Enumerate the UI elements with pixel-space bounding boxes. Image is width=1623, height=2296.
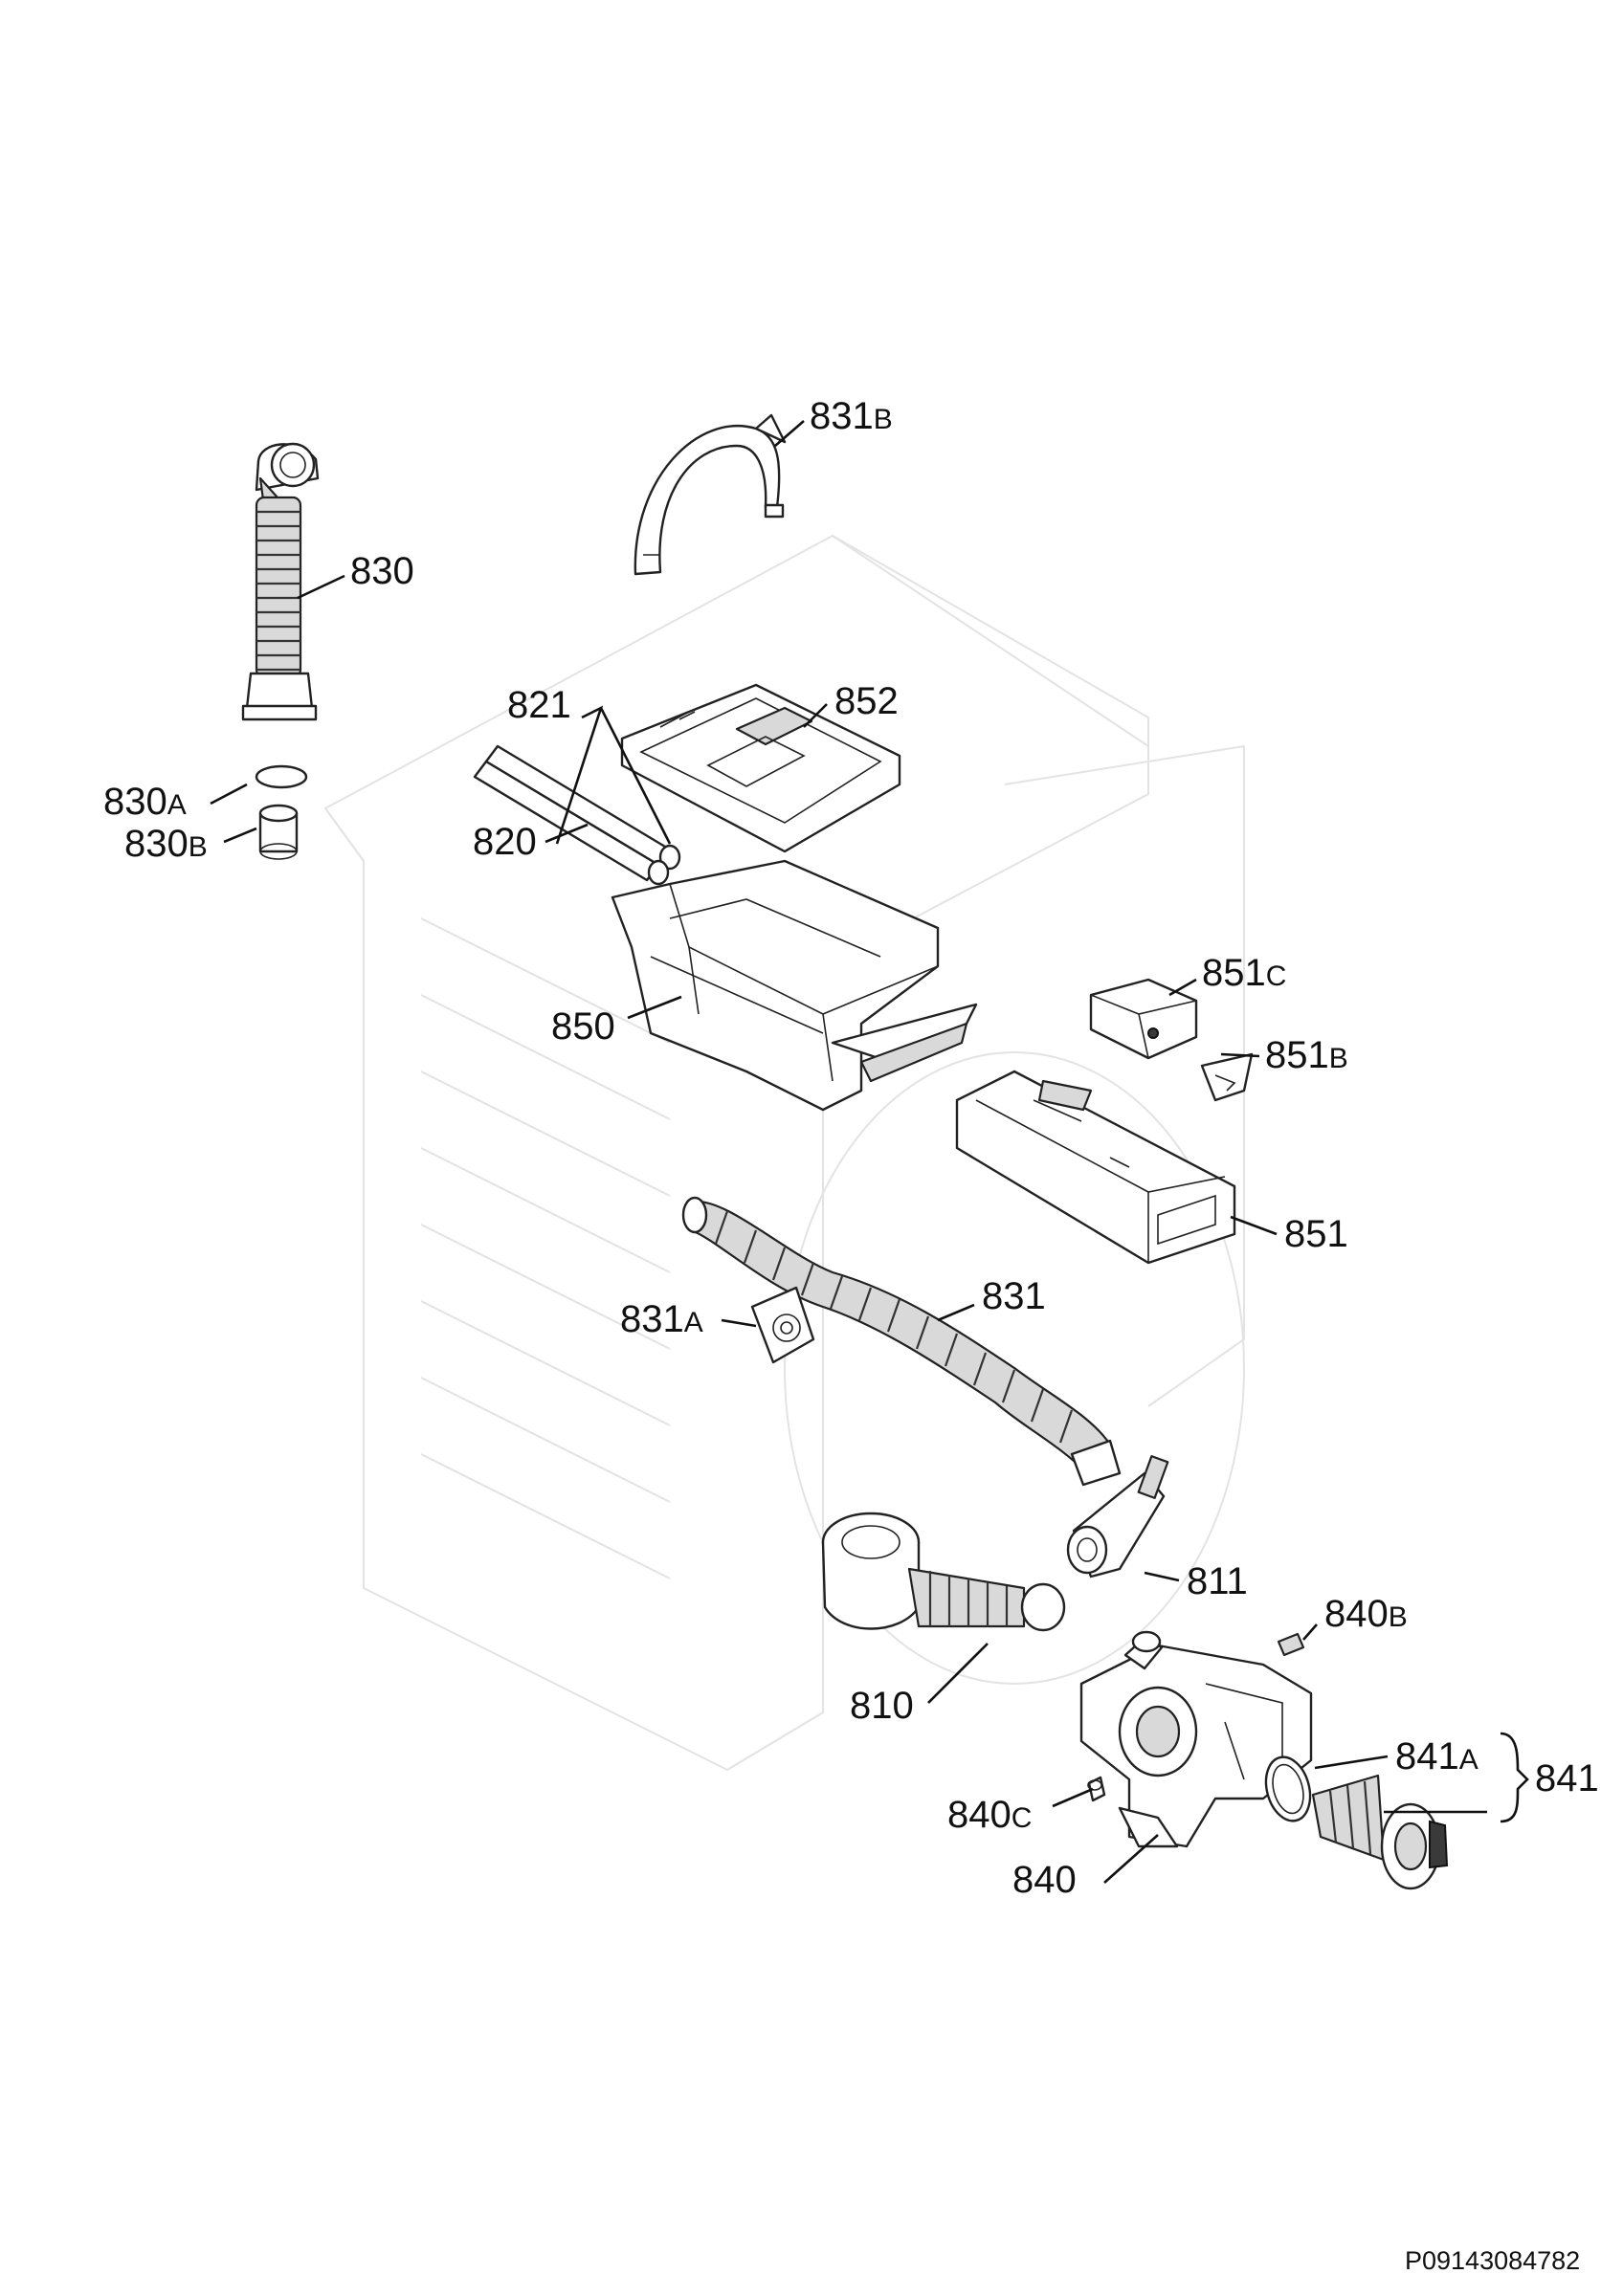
detergent-drawer-part-851 bbox=[955, 1070, 1236, 1265]
cap-part-851c bbox=[1089, 978, 1198, 1060]
flap-part-851b bbox=[1200, 1052, 1254, 1102]
part-labels: 830 830A 830B 831B 821 852 820 850 851C … bbox=[103, 395, 1599, 1901]
sleeve-part-830b bbox=[258, 804, 299, 860]
corrugated-hose-part-831 bbox=[681, 1196, 1122, 1487]
pipe-part-811 bbox=[1066, 1455, 1169, 1578]
label-840: 840 bbox=[1012, 1859, 1077, 1901]
label-820: 820 bbox=[473, 821, 537, 863]
label-841: 841 bbox=[1535, 1757, 1599, 1799]
label-840b: 840B bbox=[1324, 1593, 1408, 1635]
screw-part-840c bbox=[1087, 1776, 1106, 1802]
label-830a: 830A bbox=[103, 781, 187, 823]
o-ring-part-830a bbox=[255, 764, 308, 789]
cover-plate-part-852 bbox=[620, 683, 901, 853]
clip-part-840b bbox=[1277, 1632, 1305, 1657]
label-841a: 841A bbox=[1395, 1735, 1478, 1777]
leader-lines bbox=[210, 420, 1529, 1884]
dispenser-housing-part-850 bbox=[611, 859, 978, 1112]
label-851c: 851C bbox=[1202, 952, 1286, 994]
label-851b: 851B bbox=[1265, 1034, 1348, 1076]
label-840c: 840C bbox=[947, 1794, 1032, 1836]
machine-ghost-outline bbox=[323, 534, 1245, 1772]
label-830: 830 bbox=[350, 550, 414, 592]
label-810: 810 bbox=[850, 1685, 914, 1727]
label-852: 852 bbox=[834, 680, 899, 722]
tubes-part-820-821 bbox=[473, 744, 681, 886]
label-830b: 830B bbox=[124, 823, 208, 865]
drain-hose-part-830 bbox=[241, 442, 320, 721]
label-850: 850 bbox=[551, 1005, 615, 1048]
clip-part-831a bbox=[750, 1286, 815, 1364]
label-831: 831 bbox=[982, 1275, 1046, 1317]
label-831b: 831B bbox=[810, 395, 893, 437]
pump-housing-part-840 bbox=[1079, 1630, 1313, 1848]
label-811: 811 bbox=[1187, 1560, 1248, 1602]
label-821: 821 bbox=[507, 684, 571, 726]
label-831a: 831A bbox=[620, 1298, 703, 1340]
document-code: P09143084782 bbox=[1405, 2246, 1580, 2275]
gasket-part-841a bbox=[1264, 1755, 1312, 1822]
sump-bellows-part-810 bbox=[821, 1512, 1066, 1632]
label-851: 851 bbox=[1284, 1213, 1348, 1255]
filter-part-841 bbox=[1311, 1774, 1449, 1890]
hose-hanger-part-831b bbox=[634, 413, 787, 576]
